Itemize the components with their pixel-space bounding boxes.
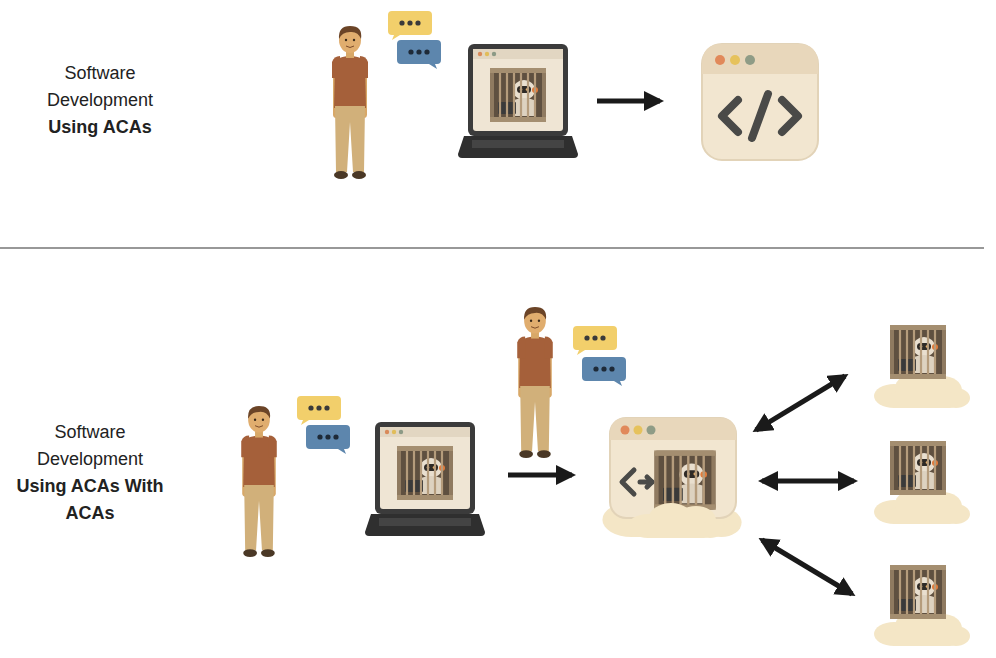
row-label-bold: Using ACAs With ACAs xyxy=(10,473,170,527)
row-label-bold: Using ACAs xyxy=(20,114,180,141)
row-label: Software DevelopmentUsing ACAs xyxy=(20,60,180,141)
row-label-text: Software Development xyxy=(10,419,170,473)
row-label: Software DevelopmentUsing ACAs With ACAs xyxy=(10,419,170,527)
row-label-text: Software Development xyxy=(20,60,180,114)
